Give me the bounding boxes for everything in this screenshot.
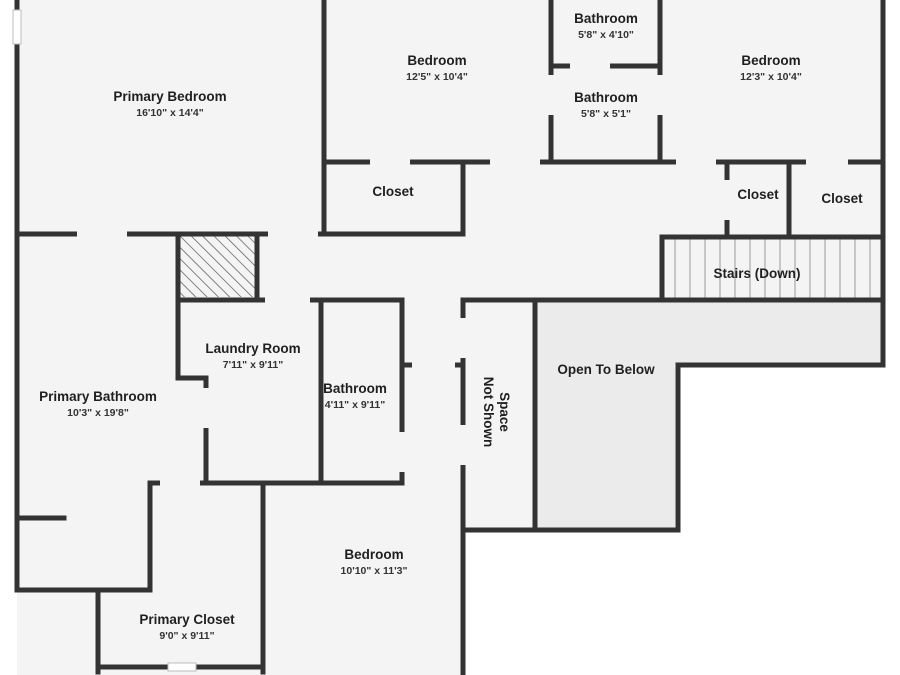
hatched-chase [178, 236, 255, 297]
laundry-room-dims: 7'11" x 9'11" [223, 359, 284, 371]
space-not-shown-line1: Space [497, 392, 512, 432]
primary-closet-dims: 9'0" x 9'11" [159, 630, 214, 642]
bedroom-top-mid-dims: 12'5" x 10'4" [406, 71, 468, 83]
bathroom-top-name: Bathroom [574, 11, 638, 26]
bedroom-bottom-dims: 10'10" x 11'3" [341, 565, 408, 577]
closet-left-name: Closet [372, 184, 414, 199]
open-to-below-name: Open To Below [557, 362, 655, 377]
stairs-treads [674, 239, 871, 298]
bedroom-bottom-name: Bedroom [344, 547, 403, 562]
primary-bedroom-name: Primary Bedroom [113, 89, 226, 104]
bathroom-center-dims: 4'11" x 9'11" [325, 399, 386, 411]
closet-right-name: Closet [821, 191, 863, 206]
space-not-shown-line2: Not Shown [481, 377, 496, 448]
walls [14, 0, 886, 675]
bathroom-mid-dims: 5'8" x 5'1" [581, 108, 631, 120]
primary-bathroom-name: Primary Bathroom [39, 389, 157, 404]
bathroom-center-name: Bathroom [323, 381, 387, 396]
laundry-room-name: Laundry Room [205, 341, 300, 356]
stairs-name: Stairs (Down) [713, 266, 800, 281]
door-openings [77, 62, 848, 487]
primary-closet-name: Primary Closet [139, 612, 235, 627]
windows [12, 9, 197, 672]
room-labels: Primary Bedroom 16'10" x 14'4" Bedroom 1… [39, 11, 863, 642]
bedroom-top-right-name: Bedroom [741, 53, 800, 68]
primary-bathroom-dims: 10'3" x 19'8" [67, 407, 129, 419]
bathroom-top-dims: 5'8" x 4'10" [578, 29, 634, 41]
floor-area [17, 0, 883, 675]
bedroom-top-mid-name: Bedroom [407, 53, 466, 68]
closet-mid-name: Closet [737, 187, 779, 202]
bedroom-top-right-dims: 12'3" x 10'4" [740, 71, 802, 83]
open-to-below-area [535, 302, 675, 530]
primary-bedroom-dims: 16'10" x 14'4" [136, 107, 204, 119]
bathroom-mid-name: Bathroom [574, 90, 638, 105]
